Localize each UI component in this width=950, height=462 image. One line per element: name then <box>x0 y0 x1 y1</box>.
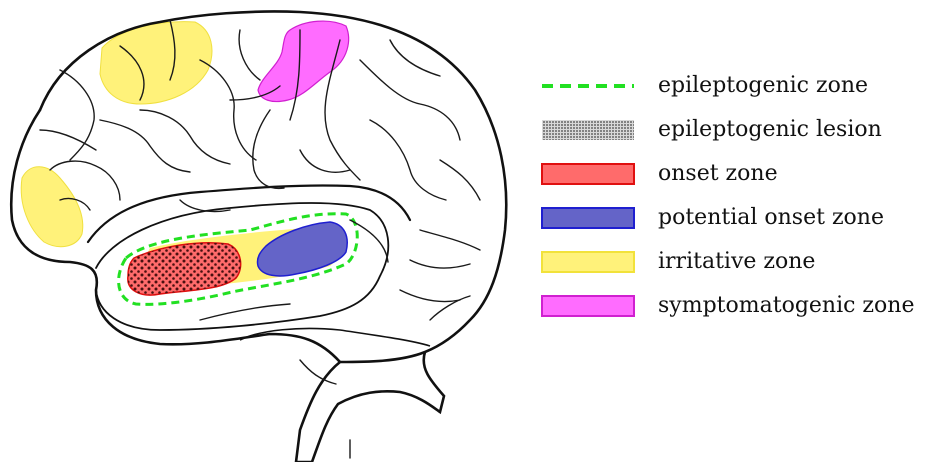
legend-item-epileptogenic-zone: epileptogenic zone <box>540 66 950 106</box>
dotted-pattern-swatch <box>540 118 636 142</box>
legend-label: onset zone <box>658 160 778 188</box>
red-swatch <box>540 162 636 186</box>
legend-item-symptomatogenic-zone: symptomatogenic zone <box>540 286 950 326</box>
legend-item-potential-onset-zone: potential onset zone <box>540 198 950 238</box>
legend-item-epileptogenic-lesion: epileptogenic lesion <box>540 110 950 150</box>
legend-label: irritative zone <box>658 248 815 276</box>
blue-swatch <box>540 206 636 230</box>
legend-label: epileptogenic zone <box>658 72 868 100</box>
irritative-zone-prefrontal <box>21 167 83 247</box>
legend-label: epileptogenic lesion <box>658 116 882 144</box>
legend-item-onset-zone: onset zone <box>540 154 950 194</box>
legend-label: potential onset zone <box>658 204 884 232</box>
brain-diagram <box>0 0 540 462</box>
dashed-line-swatch <box>540 74 636 98</box>
magenta-swatch <box>540 294 636 318</box>
legend-item-irritative-zone: irritative zone <box>540 242 950 282</box>
yellow-swatch <box>540 250 636 274</box>
cerebellum-outline <box>240 328 430 346</box>
legend-label: symptomatogenic zone <box>658 292 914 320</box>
epileptogenic-lesion <box>128 243 241 295</box>
potential-onset-zone <box>257 222 347 276</box>
